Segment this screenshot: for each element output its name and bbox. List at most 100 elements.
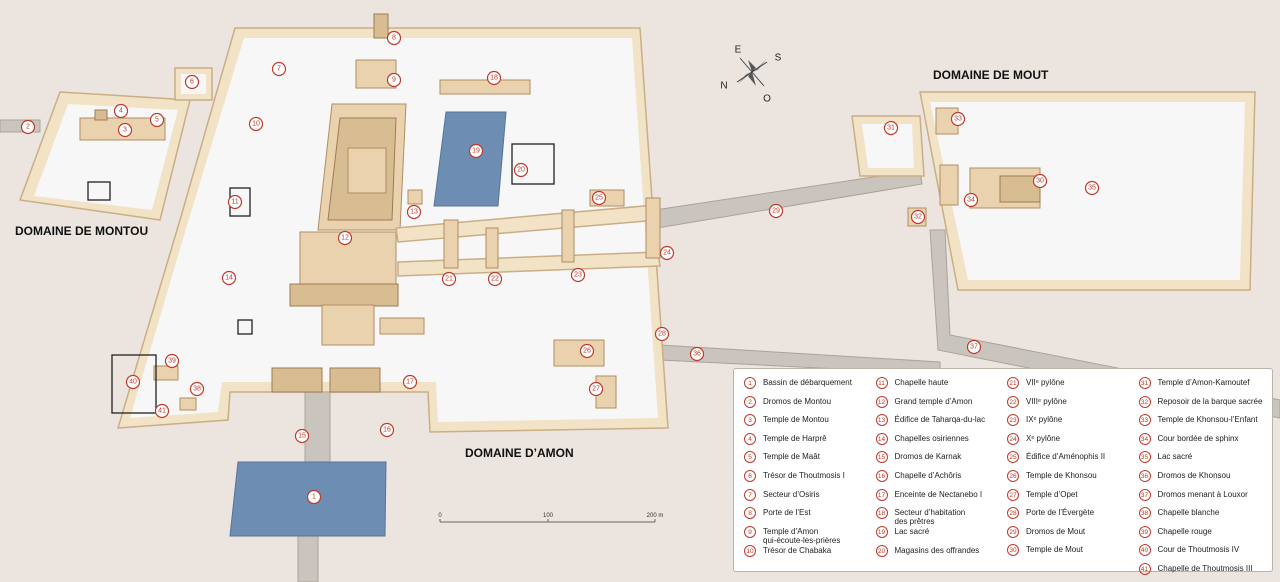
marker-37[interactable]: 37: [966, 339, 982, 355]
marker-28[interactable]: 28: [654, 326, 670, 342]
svg-text:16: 16: [383, 427, 391, 434]
marker-2[interactable]: 2: [20, 119, 36, 135]
svg-text:41: 41: [158, 408, 166, 415]
marker-22[interactable]: 22: [487, 271, 503, 287]
legend-label: VIIᵉ pylône: [1026, 378, 1065, 387]
marker-36[interactable]: 36: [689, 346, 705, 362]
marker-26[interactable]: 26: [579, 343, 595, 359]
legend-number-badge: 10: [744, 544, 756, 557]
marker-19[interactable]: 19: [468, 143, 484, 159]
legend-number-badge: 21: [1007, 377, 1019, 389]
legend-number-badge: 26: [1007, 469, 1019, 482]
legend-label: Chapelle rouge: [1157, 526, 1212, 536]
legend-label: Bassin de débarquement: [763, 378, 852, 387]
legend-label: Chapelles osiriennes: [894, 433, 969, 443]
legend-label: Temple d’Amon-Kamoutef: [1157, 378, 1250, 387]
marker-8[interactable]: 8: [386, 30, 402, 46]
legend-label: Édifice de Taharqa-du-lac: [894, 415, 986, 425]
legend-number-badge: 31: [1138, 377, 1151, 389]
marker-32[interactable]: 32: [910, 209, 926, 225]
marker-18[interactable]: 18: [486, 70, 502, 86]
legend-label: Porte de l’Évergète: [1026, 508, 1095, 518]
marker-35[interactable]: 35: [1084, 180, 1100, 196]
legend-number-badge: 36: [1138, 469, 1151, 482]
marker-1[interactable]: 1: [306, 489, 322, 505]
marker-25[interactable]: 25: [591, 190, 607, 206]
legend-label: Enceinte de Nectanebo I: [894, 489, 983, 499]
svg-text:37: 37: [970, 344, 978, 351]
legend-label: Chapelle haute: [894, 378, 949, 387]
marker-40[interactable]: 40: [125, 374, 141, 390]
svg-text:7: 7: [277, 66, 281, 73]
marker-14[interactable]: 14: [221, 270, 237, 286]
svg-text:8: 8: [392, 35, 396, 42]
marker-30[interactable]: 30: [1032, 173, 1048, 189]
legend-label: Cour bordée de sphinx: [1157, 433, 1239, 443]
marker-10[interactable]: 10: [248, 116, 264, 132]
marker-7[interactable]: 7: [271, 61, 287, 77]
marker-29[interactable]: 29: [768, 203, 784, 219]
marker-27[interactable]: 27: [588, 381, 604, 397]
marker-5[interactable]: 5: [149, 112, 165, 128]
svg-text:6: 6: [190, 79, 194, 86]
legend-item: 17 Enceinte de Nectanebo I: [875, 488, 1004, 508]
legend-number-badge: 23: [1007, 414, 1019, 427]
marker-3[interactable]: 3: [117, 122, 133, 138]
legend-label: Temple de Mout: [1026, 545, 1083, 555]
legend-number-badge: 22: [1007, 395, 1019, 408]
legend-number-badge: 1: [744, 377, 756, 389]
svg-text:4: 4: [119, 108, 123, 115]
legend-label: Cour de Thoutmosis IV: [1157, 545, 1240, 555]
marker-6[interactable]: 6: [184, 74, 200, 90]
montou-enclosure: [18, 67, 213, 221]
svg-text:28: 28: [658, 331, 666, 338]
svg-text:34: 34: [967, 197, 975, 204]
mout-enclosure: [851, 91, 1256, 291]
marker-21[interactable]: 21: [441, 271, 457, 287]
marker-38[interactable]: 38: [189, 381, 205, 397]
svg-text:11: 11: [231, 199, 238, 206]
marker-11[interactable]: 11: [227, 194, 243, 210]
legend-number-badge: 35: [1138, 451, 1151, 464]
legend-number-badge: 30: [1007, 544, 1019, 557]
svg-text:29: 29: [772, 208, 780, 215]
marker-31[interactable]: 31: [883, 120, 899, 136]
marker-24[interactable]: 24: [659, 245, 675, 261]
legend-item: 21 VIIᵉ pylône: [1007, 377, 1135, 396]
dromos-mout-road: [654, 169, 923, 229]
marker-20[interactable]: 20: [513, 162, 529, 178]
marker-16[interactable]: 16: [379, 422, 395, 438]
marker-17[interactable]: 17: [402, 374, 418, 390]
marker-34[interactable]: 34: [963, 192, 979, 208]
offerings-magazines-outline: [511, 143, 555, 185]
marker-41[interactable]: 41: [154, 403, 170, 419]
marker-39[interactable]: 39: [164, 353, 180, 369]
legend-number-badge: 17: [875, 488, 888, 501]
marker-4[interactable]: 4: [113, 103, 129, 119]
other-buildings: [111, 79, 661, 414]
scale-tick-0: 0: [438, 513, 442, 519]
legend-number-badge: 15: [875, 451, 888, 464]
marker-23[interactable]: 23: [570, 267, 586, 283]
svg-text:26: 26: [583, 348, 591, 355]
marker-13[interactable]: 13: [406, 204, 422, 220]
svg-text:18: 18: [490, 75, 498, 82]
marker-12[interactable]: 12: [337, 230, 353, 246]
scale-tick-100: 100: [543, 513, 554, 519]
marker-9[interactable]: 9: [386, 72, 402, 88]
marker-15[interactable]: 15: [294, 428, 310, 444]
svg-text:13: 13: [410, 209, 418, 216]
marker-33[interactable]: 33: [950, 111, 966, 127]
legend-label: IXᵉ pylône: [1026, 415, 1063, 425]
